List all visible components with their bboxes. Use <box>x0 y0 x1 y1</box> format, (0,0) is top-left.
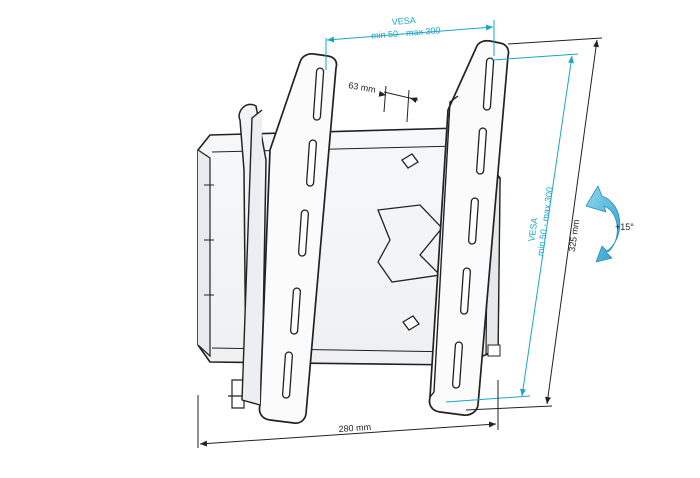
width-dimension: 280 mm <box>197 380 499 448</box>
vesa-horizontal-title: VESA <box>391 15 416 27</box>
height-label: 325 mm <box>567 219 581 253</box>
vesa-vertical-title: VESA <box>526 217 539 242</box>
left-vesa-strap <box>241 52 338 424</box>
width-label: 280 mm <box>338 422 371 434</box>
height-dimension: 325 mm <box>465 37 603 411</box>
slot-spacing-dimension: 63 mm <box>348 80 419 123</box>
tilt-rotation-arrow: +15° <box>585 185 634 263</box>
vesa-horizontal-range: min 50 - max 300 <box>371 25 441 40</box>
right-vesa-strap <box>428 39 510 416</box>
vesa-horizontal-dimension: VESA min 50 - max 300 <box>325 15 495 70</box>
slot-spacing-label: 63 mm <box>348 80 377 95</box>
tilt-label: +15° <box>615 222 634 232</box>
